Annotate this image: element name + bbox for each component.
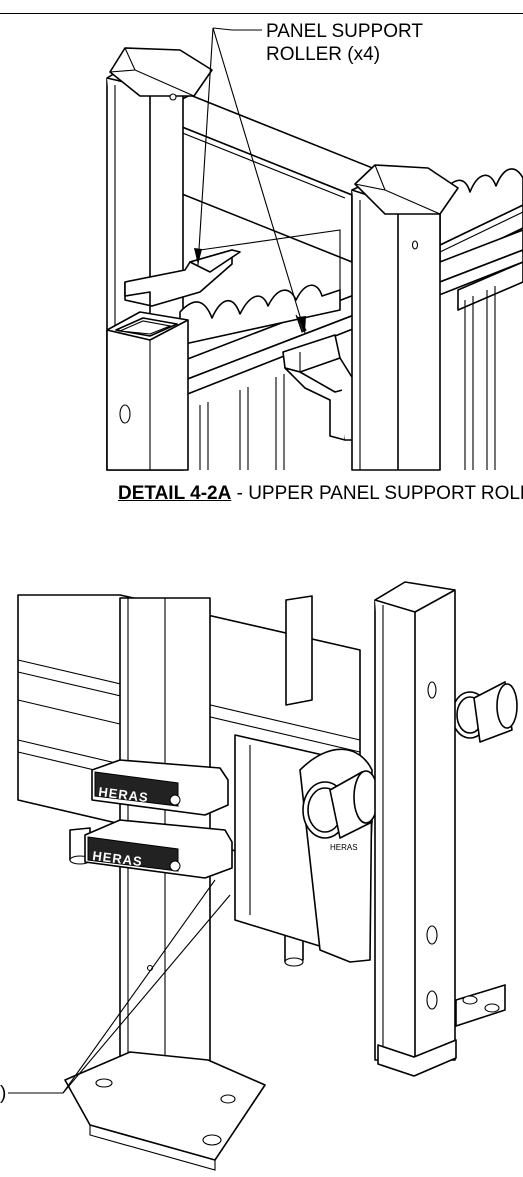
right-post (374, 581, 506, 1077)
callout-label-line2: ROLLER (x4) (266, 44, 380, 65)
detail-caption-text: - UPPER PANEL SUPPORT ROLL (231, 483, 523, 504)
clamp-coupler-lower: HERAS (84, 819, 233, 879)
callout-fragment: ) (0, 1083, 6, 1104)
detail-caption: DETAIL 4-2A - UPPER PANEL SUPPORT ROLL (118, 483, 523, 505)
mesh-panel-right (439, 168, 523, 246)
roller-cylinder-rear (451, 681, 518, 743)
base-plate-left (64, 1051, 266, 1171)
detail-reference: DETAIL 4-2A (118, 483, 232, 504)
hinge-block: HERAS (234, 734, 373, 963)
roller-cylinder-front (302, 770, 379, 839)
right-tall-post (351, 164, 459, 471)
callout-leader-bottom (8, 879, 231, 1094)
brand-mark-upper: HERAS (98, 784, 150, 805)
clamp-coupler-upper: HERAS (91, 759, 229, 816)
upper-detail-drawing: PANEL SUPPORT ROLLER (x4) (106, 21, 523, 471)
brand-mark-lower: HERAS (92, 848, 144, 869)
top-rule (0, 13, 523, 14)
callout-leaders (194, 27, 306, 334)
callout-label-line1: PANEL SUPPORT (266, 21, 423, 42)
mesh-panel-left (179, 229, 341, 346)
svg-text:HERAS: HERAS (330, 843, 358, 852)
front-square-post (106, 311, 189, 471)
rear-fence-rails (439, 204, 523, 470)
upper-support-roller-left (124, 249, 241, 307)
